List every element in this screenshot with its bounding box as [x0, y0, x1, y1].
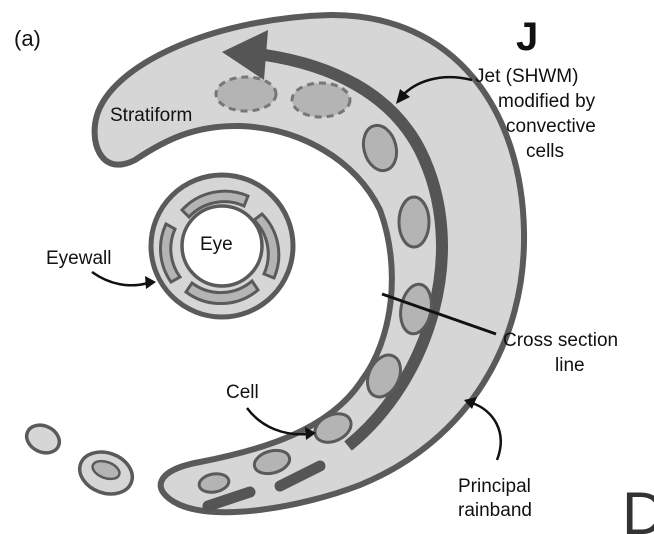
outer-cell	[22, 420, 64, 458]
panel-label: (a)	[14, 26, 41, 51]
jet-symbol: J	[516, 15, 538, 59]
eyewall-label: Eyewall	[46, 248, 111, 269]
eyewall-pointer	[92, 272, 148, 285]
jet-label-line-1: Jet (SHWM)	[475, 66, 578, 87]
cell-label: Cell	[226, 382, 259, 403]
jet-label-line-4: cells	[526, 141, 564, 162]
eye-label: Eye	[200, 234, 233, 255]
convective-cell	[399, 197, 429, 247]
principal-rainband-label-line-1: Principal	[458, 476, 531, 497]
cross-section-label-line-1: Cross section	[503, 330, 618, 351]
jet-label-line-3: convective	[506, 116, 596, 137]
principal-rainband-label-line-2: rainband	[458, 500, 532, 521]
stratiform-label: Stratiform	[110, 105, 192, 126]
eyewall-pointer-head	[145, 276, 156, 289]
rainband-pointer	[472, 403, 501, 460]
corner-glyph: D	[622, 480, 654, 534]
stratiform-area-1	[216, 77, 276, 111]
jet-label-line-2: modified by	[498, 91, 596, 112]
cross-section-label-line-2: line	[555, 355, 585, 376]
stratiform-area-2	[292, 83, 350, 117]
